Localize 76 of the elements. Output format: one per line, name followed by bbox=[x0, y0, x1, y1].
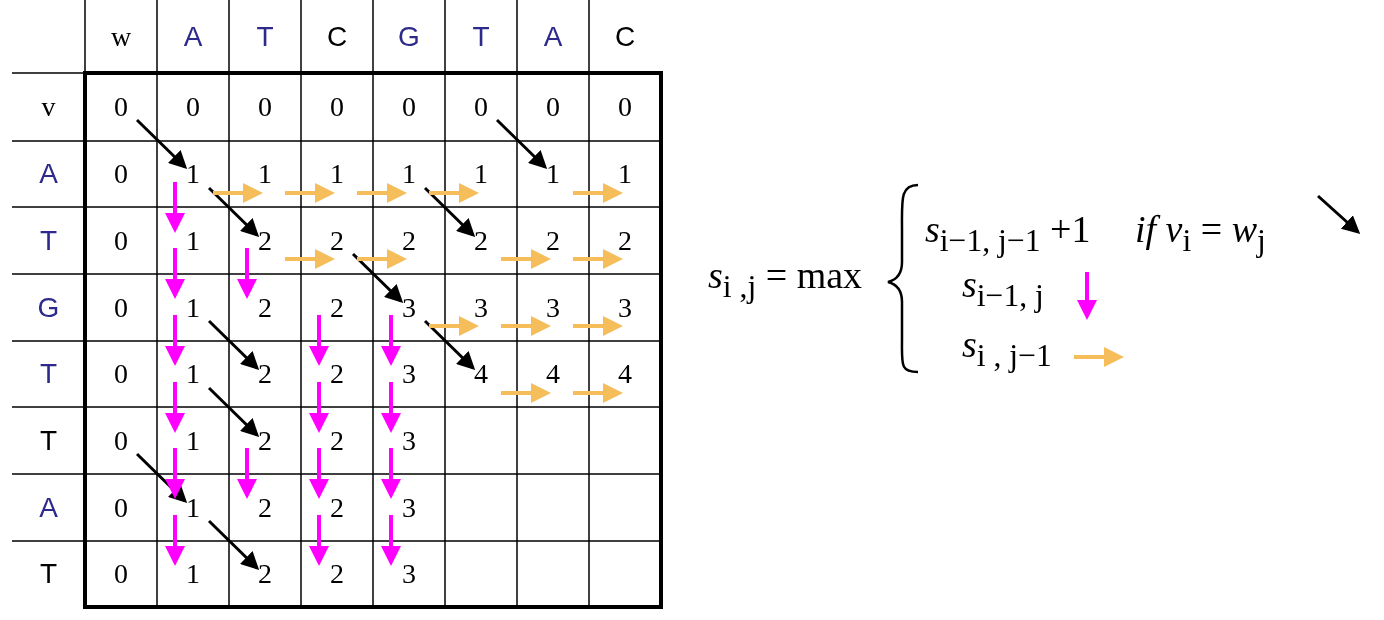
formula-text: s$_{i ,j}$ = max bbox=[708, 256, 863, 303]
table-cell: 0 bbox=[330, 93, 344, 121]
table-cell: T bbox=[256, 22, 274, 51]
table-cell: A bbox=[543, 22, 563, 51]
table-cell: 0 bbox=[258, 93, 272, 121]
table-cell: 4 bbox=[546, 360, 560, 388]
formula-text: s$_{i−1, j−1}$ +1 bbox=[925, 210, 1091, 257]
table-cell: 2 bbox=[330, 560, 344, 588]
table-cell: 1 bbox=[186, 426, 200, 455]
table-cell: 1 bbox=[546, 160, 560, 188]
table-cell: 0 bbox=[114, 226, 128, 255]
table-cell: 3 bbox=[402, 426, 416, 455]
table-cell: 0 bbox=[474, 93, 488, 121]
table-cell: 1 bbox=[618, 160, 632, 188]
table-cell: A bbox=[183, 22, 203, 51]
table-cell: 2 bbox=[474, 226, 488, 255]
table-cell: T bbox=[39, 360, 58, 388]
table-cell: 0 bbox=[618, 93, 632, 121]
table-cell: 2 bbox=[258, 226, 272, 255]
table-cell: 2 bbox=[330, 293, 344, 322]
table-cell: 2 bbox=[258, 493, 272, 522]
table-cell: 4 bbox=[474, 360, 488, 388]
table-cell: 1 bbox=[186, 226, 200, 255]
table-cell: 1 bbox=[330, 160, 344, 188]
table-cell: 2 bbox=[258, 293, 272, 322]
table-cell: T bbox=[39, 560, 58, 588]
table-cell: 0 bbox=[114, 293, 128, 322]
table-cell: 1 bbox=[474, 160, 488, 188]
table-cell: T bbox=[39, 426, 58, 455]
table-cell: 0 bbox=[114, 160, 128, 188]
table-cell: 0 bbox=[114, 93, 128, 121]
table-cell: 0 bbox=[546, 93, 560, 121]
table-cell: T bbox=[472, 22, 490, 51]
table-cell: 0 bbox=[114, 360, 128, 388]
table-cell: A bbox=[39, 160, 58, 188]
table-cell: 1 bbox=[186, 560, 200, 588]
table-cell: 3 bbox=[402, 493, 416, 522]
table-cell: A bbox=[39, 493, 58, 522]
table-cell: 3 bbox=[402, 293, 416, 322]
table-cell: 3 bbox=[474, 293, 488, 322]
table-cell: 3 bbox=[618, 293, 632, 322]
table-cell: 2 bbox=[330, 360, 344, 388]
table-cell: 0 bbox=[114, 493, 128, 522]
table-cell: 3 bbox=[402, 360, 416, 388]
table-cell: 1 bbox=[186, 293, 200, 322]
table-cell: 2 bbox=[330, 493, 344, 522]
table-cell: 4 bbox=[618, 360, 632, 388]
table-cell: C bbox=[614, 22, 636, 51]
table-cell: 0 bbox=[186, 93, 200, 121]
table-cell: G bbox=[37, 293, 60, 322]
table-cell: 1 bbox=[186, 160, 200, 188]
table-cell: 0 bbox=[114, 560, 128, 588]
table-cell: 2 bbox=[258, 560, 272, 588]
table-cell: 0 bbox=[402, 93, 416, 121]
table-cell: 1 bbox=[186, 493, 200, 522]
table-cell: w bbox=[110, 22, 132, 51]
formula-text: s$_{i−1, j}$ bbox=[962, 265, 1044, 312]
table-cell: 2 bbox=[330, 426, 344, 455]
table-cell: G bbox=[398, 22, 420, 51]
table-cell: 1 bbox=[402, 160, 416, 188]
table-cell: 2 bbox=[330, 226, 344, 255]
formula-text: s$_{i , j−1}$ bbox=[962, 325, 1052, 372]
table-cell: 2 bbox=[618, 226, 632, 255]
table-cell: C bbox=[326, 22, 348, 51]
table-cell: 2 bbox=[402, 226, 416, 255]
formula-text: if v$_{i}$ = w$_{j}$ bbox=[1135, 210, 1266, 257]
table-cell: 2 bbox=[546, 226, 560, 255]
table-cell: 2 bbox=[258, 360, 272, 388]
table-cell: 2 bbox=[258, 426, 272, 455]
table-cell: 1 bbox=[258, 160, 272, 188]
table-cell: 3 bbox=[546, 293, 560, 322]
table-cell: 1 bbox=[186, 360, 200, 388]
table-cell: 3 bbox=[402, 560, 416, 588]
table-cell: 0 bbox=[114, 426, 128, 455]
table-cell: T bbox=[39, 226, 58, 255]
table-cell: v bbox=[41, 93, 56, 121]
